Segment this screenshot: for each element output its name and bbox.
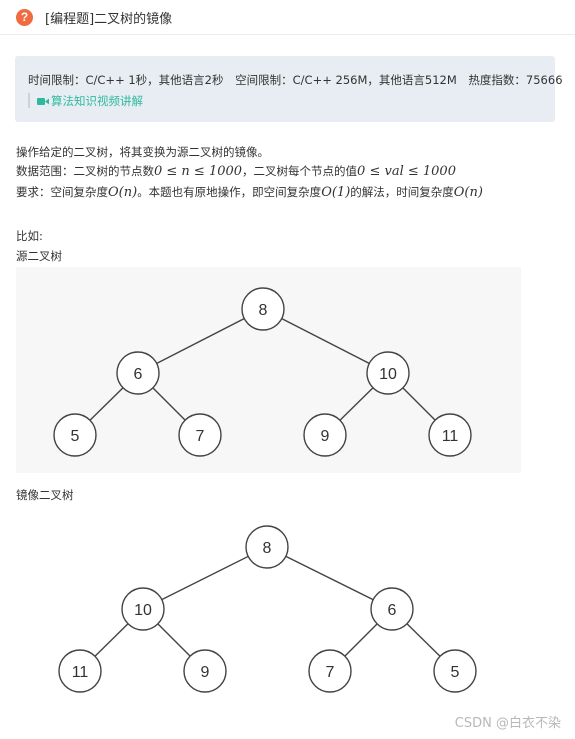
requirement-line: 要求：空间复杂度O(n)。本题也有原地操作，即空间复杂度O(1)的解法，时间复杂…	[16, 185, 483, 200]
problem-header: ? [编程题]二叉树的镜像	[0, 0, 575, 35]
tree-node: 10	[134, 602, 152, 619]
tree-node: 8	[259, 302, 268, 319]
tree-node: 7	[196, 428, 205, 445]
math-expression: 0 ≤ val ≤ 1000	[357, 164, 456, 179]
example-label: 比如:	[16, 229, 43, 243]
math-expression: O(n)	[453, 185, 483, 200]
help-icon: ?	[16, 8, 33, 26]
math-expression: O(1)	[321, 185, 351, 200]
video-lecture-link[interactable]: 算法知识视频讲解	[37, 93, 143, 109]
data-range-line: 数据范围：二叉树的节点数0 ≤ n ≤ 1000，二叉树每个节点的值0 ≤ va…	[16, 164, 456, 179]
tree-node: 11	[442, 428, 459, 445]
description-line: 操作给定的二叉树，将其变换为源二叉树的镜像。	[16, 145, 269, 159]
watermark: CSDN @白衣不染	[454, 716, 561, 731]
math-expression: 0 ≤ n ≤ 1000	[154, 164, 243, 179]
limits-row: 时间限制：C/C++ 1秒，其他语言2秒 空间限制：C/C++ 256M，其他语…	[28, 72, 571, 88]
mirror-tree-label: 镜像二叉树	[16, 488, 74, 502]
heat-index: 热度指数：75666	[468, 73, 563, 87]
tree-node: 9	[321, 428, 330, 445]
tree-node: 5	[451, 664, 460, 681]
video-lecture-label: 算法知识视频讲解	[51, 94, 143, 108]
tree-node: 6	[388, 602, 397, 619]
video-camera-icon	[37, 97, 49, 105]
mirror-tree-diagram: 8 10 6 11 9 7 5	[58, 525, 477, 693]
source-tree-diagram: 8 6 10 5 7 9 11	[16, 267, 521, 473]
tree-node: 10	[379, 366, 397, 383]
source-tree-label: 源二叉树	[16, 249, 62, 263]
tree-node: 5	[71, 428, 80, 445]
math-expression: O(n)	[108, 185, 138, 200]
tree-node: 9	[201, 664, 210, 681]
memory-limit: 空间限制：C/C++ 256M，其他语言512M	[235, 73, 457, 87]
divider	[28, 93, 30, 108]
tree-node: 6	[134, 366, 143, 383]
tree-node: 8	[263, 540, 272, 557]
problem-title: [编程题]二叉树的镜像	[45, 11, 173, 27]
tree-node: 7	[326, 664, 335, 681]
limits-panel: 时间限制：C/C++ 1秒，其他语言2秒 空间限制：C/C++ 256M，其他语…	[15, 56, 563, 122]
time-limit: 时间限制：C/C++ 1秒，其他语言2秒	[28, 73, 224, 87]
tree-node: 11	[72, 664, 89, 681]
